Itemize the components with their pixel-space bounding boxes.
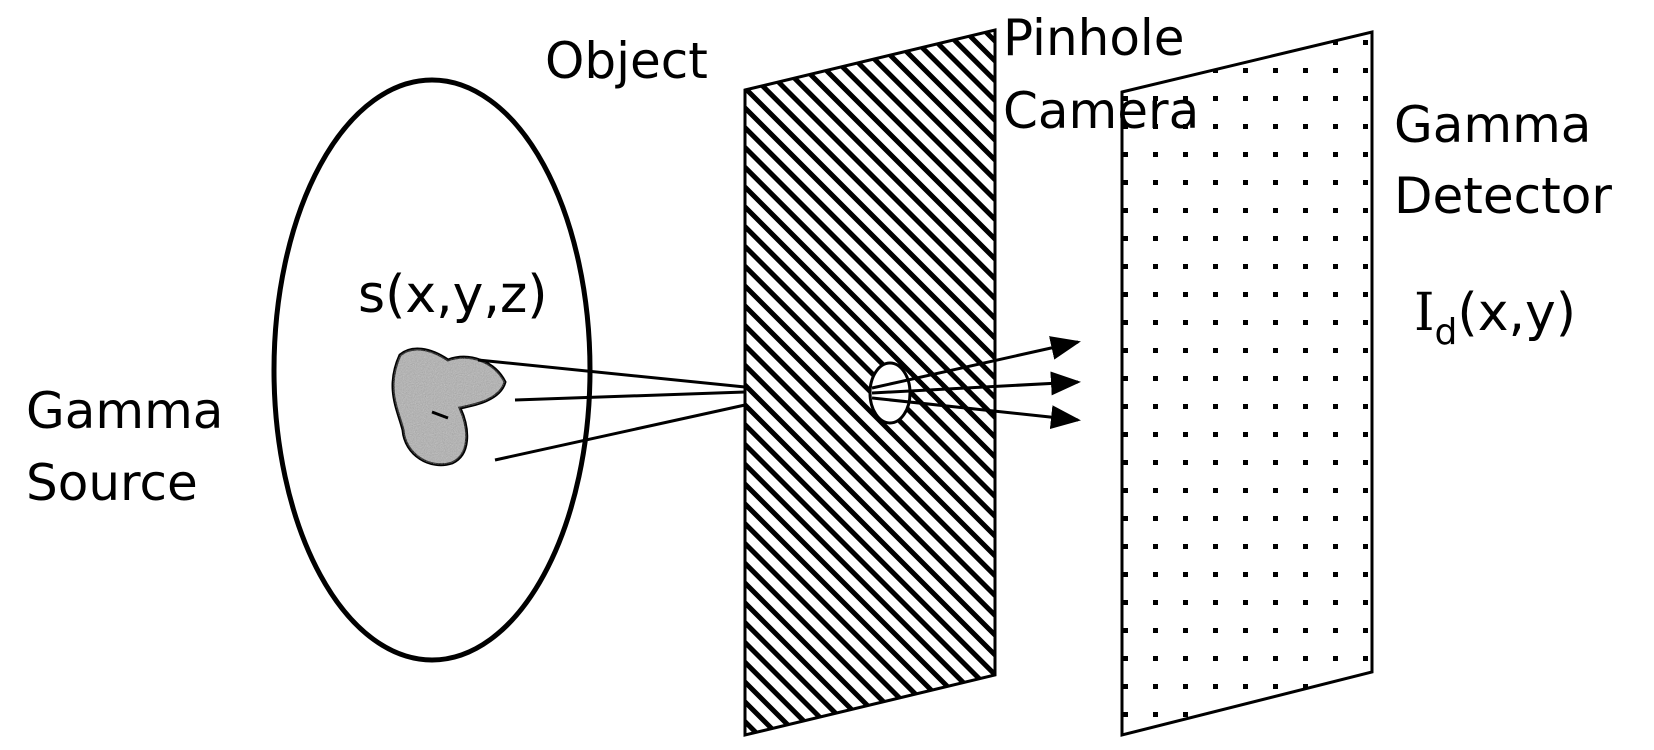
detector-function-args: (x,y) — [1457, 283, 1576, 343]
pinhole-label-line1: Pinhole — [1003, 9, 1185, 67]
source-label-line2: Source — [26, 454, 198, 512]
incoming-rays — [477, 358, 746, 462]
source-label-line1: Gamma — [26, 382, 223, 440]
detector-function-label: Id(x,y) — [1414, 283, 1576, 353]
outgoing-rays — [871, 336, 1081, 430]
detector-label-line2: Detector — [1394, 167, 1612, 225]
detector-label-line1: Gamma — [1394, 96, 1591, 154]
gamma-detector-plate — [1120, 30, 1374, 737]
detector-function-main: I — [1414, 283, 1435, 343]
gamma-source-blob — [391, 347, 507, 467]
object-label: Object — [545, 32, 708, 90]
pinhole-label-line2: Camera — [1003, 82, 1199, 140]
detector-function-sub: d — [1435, 312, 1458, 353]
source-function-label: s(x,y,z) — [358, 265, 548, 325]
